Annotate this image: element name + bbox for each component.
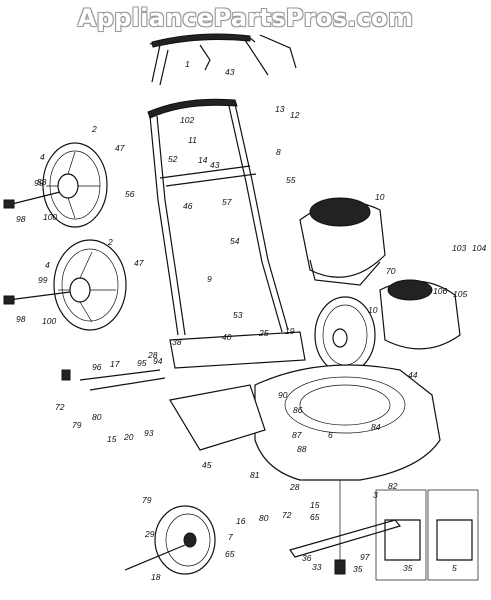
blade: [289, 480, 402, 575]
part-callout-70: 70: [386, 266, 396, 276]
part-callout-97: 97: [360, 552, 370, 562]
part-callout-88: 88: [297, 444, 307, 454]
part-callout-10: 10: [375, 192, 385, 202]
part-callout-19: 19: [285, 326, 295, 336]
watermark-text: AppliancePartsPros.com: [77, 4, 414, 32]
part-callout-33: 33: [312, 562, 322, 572]
part-callout-2: 2: [107, 237, 113, 247]
part-callout-98: 98: [16, 314, 26, 324]
part-callout-95: 95: [137, 358, 147, 368]
part-callout-4: 4: [40, 152, 45, 162]
part-callout-3: 3: [373, 490, 378, 500]
part-callout-84: 84: [371, 422, 381, 432]
part-callout-25: 25: [258, 328, 269, 338]
part-callout-40: 40: [222, 332, 232, 342]
mower-deck: [61, 331, 441, 481]
part-callout-12: 12: [290, 110, 300, 120]
part-callout-2: 2: [91, 124, 97, 134]
part-callout-65: 65: [225, 549, 235, 559]
part-callout-8: 8: [276, 147, 281, 157]
part-callout-53: 53: [233, 310, 243, 320]
part-callout-81: 81: [250, 470, 260, 480]
part-callout-45: 45: [202, 460, 212, 470]
rear-wheel-lower: [3, 239, 127, 331]
part-callout-82: 82: [388, 481, 398, 491]
part-callout-65: 65: [310, 512, 320, 522]
part-callout-9: 9: [207, 274, 212, 284]
part-callout-29: 29: [144, 529, 155, 539]
part-callout-94: 94: [153, 356, 163, 366]
part-callout-4: 4: [45, 260, 50, 270]
part-callout-14: 14: [198, 155, 208, 165]
part-callout-99: 99: [34, 178, 44, 188]
part-callout-102: 102: [180, 115, 194, 125]
part-callout-104: 104: [472, 243, 486, 253]
part-callout-5: 5: [452, 563, 457, 573]
part-callout-18: 18: [151, 572, 161, 582]
part-callout-57: 57: [222, 197, 232, 207]
upper-handle: [149, 33, 297, 86]
part-callout-1: 1: [185, 59, 190, 69]
part-callout-20: 20: [123, 432, 134, 442]
part-callout-55: 55: [286, 175, 296, 185]
part-callout-28: 28: [289, 482, 300, 492]
part-callout-43: 43: [210, 160, 220, 170]
part-callout-44: 44: [408, 370, 418, 380]
part-callout-16: 16: [236, 516, 246, 526]
part-callout-36: 36: [302, 553, 312, 563]
part-callout-87: 87: [292, 430, 302, 440]
part-callout-28: 28: [147, 350, 158, 360]
part-callout-17: 17: [110, 359, 120, 369]
part-callout-103: 103: [452, 243, 466, 253]
part-callout-79: 79: [142, 495, 152, 505]
front-wheel-right: [314, 296, 376, 374]
part-callout-79: 79: [72, 420, 82, 430]
part-callout-90: 90: [278, 390, 288, 400]
part-callout-56: 56: [125, 189, 135, 199]
part-callout-46: 46: [183, 201, 193, 211]
part-callout-72: 72: [55, 402, 65, 412]
part-callout-80: 80: [92, 412, 102, 422]
part-callout-15: 15: [310, 500, 320, 510]
part-callout-38: 38: [172, 337, 182, 347]
inset-boxes: [375, 489, 479, 581]
part-callout-58: 58: [37, 177, 47, 187]
part-callout-86: 86: [293, 405, 303, 415]
part-callout-72: 72: [282, 510, 292, 520]
part-callout-47: 47: [115, 143, 125, 153]
part-callout-10: 10: [368, 305, 378, 315]
part-callout-7: 7: [228, 532, 233, 542]
part-callout-98: 98: [16, 214, 26, 224]
lower-handle: [147, 98, 289, 336]
part-callout-100: 100: [42, 316, 56, 326]
part-callout-43: 43: [225, 67, 235, 77]
part-callout-35: 35: [353, 564, 363, 574]
part-callout-100: 100: [43, 212, 57, 222]
part-callout-80: 80: [259, 513, 269, 523]
part-callout-54: 54: [230, 236, 240, 246]
engine: [299, 197, 461, 350]
rear-wheel-upper: [3, 142, 108, 228]
part-callout-52: 52: [168, 154, 178, 164]
part-callout-35: 35: [403, 563, 413, 573]
part-callout-93: 93: [144, 428, 154, 438]
part-callout-13: 13: [275, 104, 285, 114]
part-callout-106: 106: [433, 286, 447, 296]
part-callout-96: 96: [92, 362, 102, 372]
front-wheel-lower: [124, 505, 216, 575]
part-callout-11: 11: [188, 135, 197, 145]
part-callout-47: 47: [134, 258, 144, 268]
part-callout-6: 6: [328, 430, 333, 440]
part-callout-105: 105: [453, 289, 467, 299]
part-callout-99: 99: [38, 275, 48, 285]
part-callout-15: 15: [107, 434, 117, 444]
